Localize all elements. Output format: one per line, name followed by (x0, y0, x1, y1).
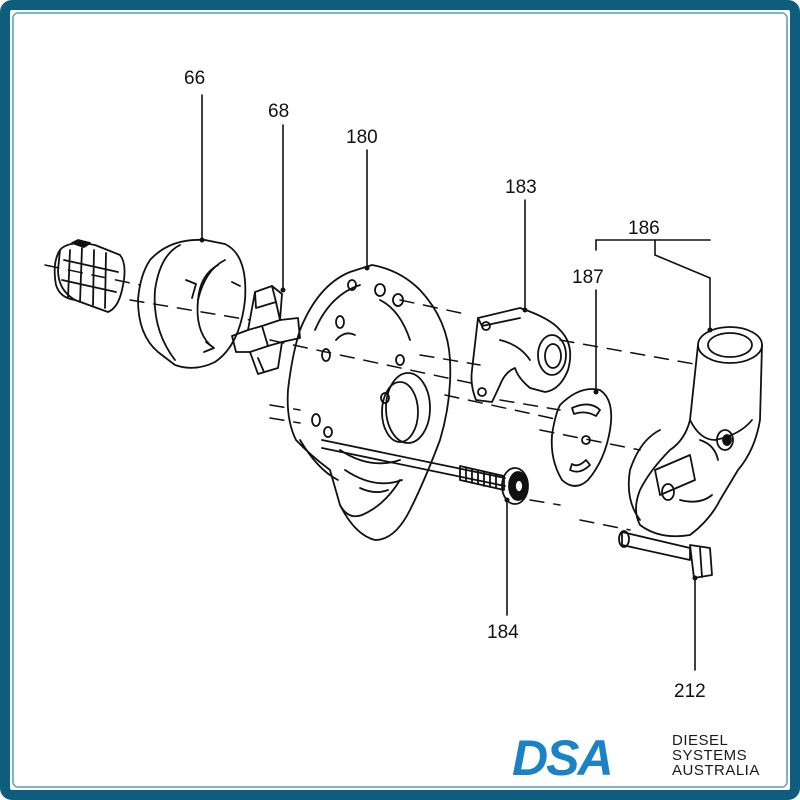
part-66-coupling-ring (137, 238, 247, 369)
dsa-logo: DSA DIESEL SYSTEMS AUSTRALIA (512, 733, 782, 783)
part-180-mounting-flange (286, 264, 452, 541)
leader-arrowheads (199, 237, 713, 581)
callout-68: 68 (268, 101, 289, 122)
callout-187: 187 (572, 267, 604, 288)
part-coupling-spider (53, 239, 126, 313)
dsa-logo-letters: DSA (512, 733, 612, 781)
callout-184: 184 (487, 622, 519, 643)
callout-212: 212 (674, 681, 706, 702)
logo-line-australia: AUSTRALIA (672, 762, 760, 779)
leader-lines (201, 94, 711, 671)
dsa-logo-mark: DSA (512, 733, 614, 781)
dsa-logo-wordmark: DIESEL SYSTEMS AUSTRALIA (672, 733, 760, 778)
part-68-drive-dog (231, 285, 301, 375)
callout-183: 183 (505, 177, 537, 198)
part-187-cam-plate (550, 388, 613, 487)
callout-180: 180 (346, 127, 378, 148)
logo-line-diesel: DIESEL (672, 732, 729, 749)
image-inner-border (12, 12, 788, 788)
callout-186: 186 (628, 218, 660, 239)
logo-line-systems: SYSTEMS (672, 747, 748, 764)
part-183-bracket (470, 307, 572, 403)
part-184-bolt (321, 439, 529, 505)
part-212-adjusting-screw (618, 530, 713, 579)
callout-66: 66 (184, 68, 205, 89)
assembly-axis-lines (44, 264, 701, 531)
part-186-housing (627, 326, 763, 538)
